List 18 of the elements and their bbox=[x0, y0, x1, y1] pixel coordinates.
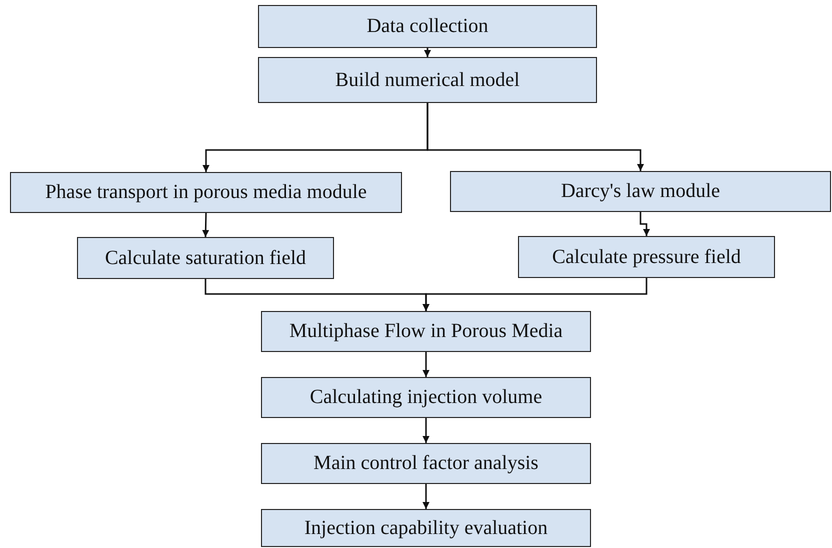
process-box: Data collection bbox=[258, 5, 597, 48]
arrow bbox=[422, 418, 430, 443]
arrow bbox=[424, 48, 431, 57]
arrow bbox=[426, 103, 644, 171]
process-box: Main control factor analysis bbox=[261, 443, 591, 484]
process-box: Multiphase Flow in Porous Media bbox=[261, 311, 591, 352]
arrow bbox=[640, 212, 650, 236]
process-box: Calculate pressure field bbox=[518, 236, 775, 278]
process-box: Build numerical model bbox=[258, 57, 597, 103]
process-box: Calculating injection volume bbox=[261, 377, 591, 418]
process-box: Calculate saturation field bbox=[77, 237, 334, 279]
process-box: Phase transport in porous media module bbox=[10, 172, 402, 213]
arrow bbox=[202, 212, 210, 238]
arrow bbox=[422, 278, 648, 311]
arrow bbox=[422, 484, 430, 509]
process-box: Injection capability evaluation bbox=[261, 509, 591, 547]
arrow bbox=[422, 352, 430, 377]
process-box: Darcy's law module bbox=[450, 171, 831, 212]
